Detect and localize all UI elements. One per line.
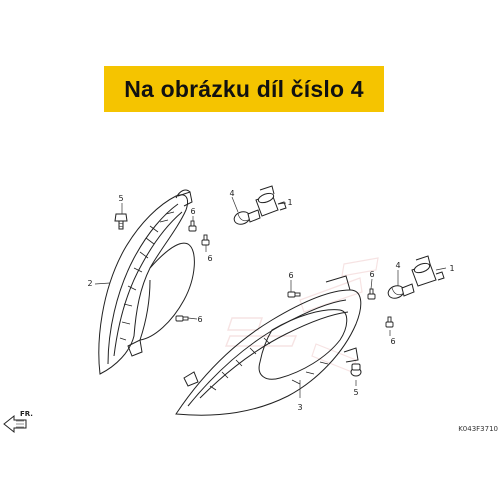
callout-6-d: 6 xyxy=(288,271,293,280)
socket-1-right xyxy=(411,255,445,287)
screw-6-b xyxy=(201,234,210,246)
banner-text: Na obrázku díl číslo 4 xyxy=(124,75,364,102)
front-direction-label: FR. xyxy=(20,410,33,418)
callout-2: 2 xyxy=(87,279,92,288)
screw-6-d xyxy=(287,291,301,298)
turn-signal-housing-left xyxy=(98,189,195,375)
screw-5-left xyxy=(114,213,128,230)
screw-6-e xyxy=(367,288,376,300)
grommet-5-right xyxy=(350,363,362,377)
socket-1-left xyxy=(255,185,287,217)
drawing-code: K043F3710 xyxy=(458,425,498,433)
callout-4-left: 4 xyxy=(229,189,234,198)
leader-lines xyxy=(94,196,447,398)
bulb-4-right xyxy=(387,283,415,299)
front-direction-arrow-icon xyxy=(3,414,27,434)
callout-3: 3 xyxy=(297,403,302,412)
callout-6-b: 6 xyxy=(207,254,212,263)
callout-6-c: 6 xyxy=(197,315,202,324)
screw-6-f xyxy=(385,316,394,328)
callout-4-right: 4 xyxy=(395,261,400,270)
screw-6-c xyxy=(175,315,189,322)
callout-1-left: 1 xyxy=(287,198,292,207)
screw-6-a xyxy=(188,220,197,232)
callout-6-f: 6 xyxy=(390,337,395,346)
turn-signal-housing-right xyxy=(175,275,362,416)
callout-5-right: 5 xyxy=(353,388,358,397)
callout-6-a: 6 xyxy=(190,207,195,216)
part-number-banner: Na obrázku díl číslo 4 xyxy=(104,66,384,112)
callout-6-e: 6 xyxy=(369,270,374,279)
callout-5-left: 5 xyxy=(118,194,123,203)
bulb-4-left xyxy=(233,209,261,225)
callout-1-right: 1 xyxy=(449,264,454,273)
